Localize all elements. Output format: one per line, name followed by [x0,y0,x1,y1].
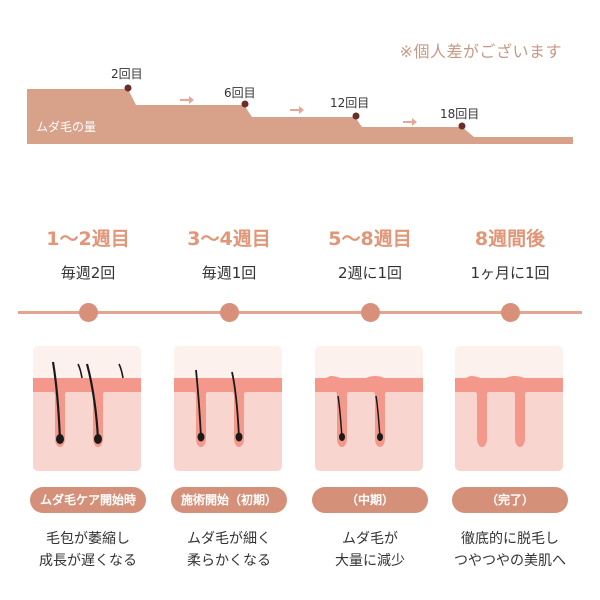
stage-pill: （中期） [312,487,428,513]
stage-pill: （完了） [452,487,568,513]
stage-frequency: 毎週2回 [60,264,116,282]
desc-line: 毛包が萎縮し [46,531,130,547]
desc-line: つやつやの美肌へ [454,553,566,569]
stage-description: ムダ毛が 大量に減少 [299,528,441,572]
timeline-dot-2 [219,303,239,322]
arrow-right-icon [290,106,304,114]
stage-period: 3～4週目 [187,228,271,250]
step-marker-18 [458,122,466,130]
stage-period: 5～8週目 [328,228,412,250]
desc-line: 大量に減少 [335,553,405,569]
arrow-right-icon [403,118,417,126]
timeline-dot-3 [360,303,380,322]
skin-illustration-few-hairs [315,346,423,471]
step-marker-6 [241,100,249,108]
desc-line: 成長が遅くなる [39,553,137,569]
desc-line: 柔らかくなる [187,553,271,569]
skin-illustration-no-hairs [455,346,563,471]
stage-pill: ムダ毛ケア開始時 [30,487,146,513]
stage-period: 1～2週目 [46,228,130,250]
step-label-2: 2回目 [111,67,143,81]
stage-description: 毛包が萎縮し 成長が遅くなる [17,528,159,572]
stage-frequency: 毎週1回 [201,264,257,282]
timeline-line [18,311,582,314]
stage-period: 8週間後 [474,228,546,250]
hair-amount-chart: ムダ毛の量 2回目 6回目 12回目 18回目 [27,67,573,144]
stage-pill: 施術開始（初期） [171,487,287,513]
step-marker-12 [352,112,360,120]
desc-line: 徹底的に脱毛し [461,531,559,547]
timeline-dot-4 [500,303,520,322]
skin-illustration-long-hairs [33,346,141,471]
stage-description: 徹底的に脱毛し つやつやの美肌へ [439,528,581,572]
timeline-dot-1 [78,303,98,322]
individual-difference-note: ※個人差がございます [399,42,562,61]
hair-amount-area [27,89,573,144]
stage-frequency: 1ヶ月に1回 [470,264,550,282]
step-label-6: 6回目 [224,86,256,100]
stage-frequency: 2週に1回 [337,264,403,282]
step-marker-2 [124,84,132,92]
step-label-12: 12回目 [330,96,369,110]
step-label-18: 18回目 [440,107,479,121]
desc-line: ムダ毛が細く [187,531,271,547]
desc-line: ムダ毛が [342,531,398,547]
arrow-right-icon [180,96,194,104]
stage-description: ムダ毛が細く 柔らかくなる [158,528,300,572]
skin-illustration-thin-hairs [174,346,282,471]
hair-amount-label: ムダ毛の量 [36,119,96,134]
